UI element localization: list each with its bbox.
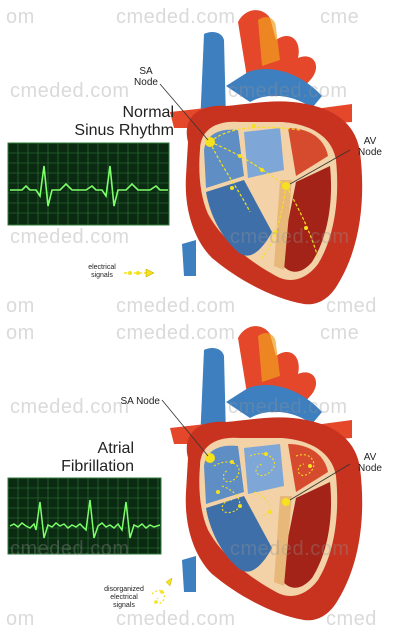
watermark-fragment: cme: [320, 6, 359, 29]
normal-ecg-monitor: [8, 143, 169, 225]
watermark-fragment: om: [6, 608, 35, 631]
watermark: cmeded.com: [116, 295, 236, 318]
av-node: [282, 498, 290, 506]
watermark: cmeded.com: [10, 538, 130, 561]
watermark: cmeded.com: [10, 80, 130, 103]
sa-node-label: SA Node: [104, 396, 160, 407]
inferior-vena-cava: [182, 556, 196, 592]
watermark: cmeded.com: [116, 6, 236, 29]
watermark-fragment: om: [6, 6, 35, 29]
watermark: cmeded.com: [228, 80, 348, 103]
inferior-vena-cava: [182, 240, 196, 276]
watermark-fragment: om: [6, 295, 35, 318]
watermark-fragment: cme: [320, 322, 359, 345]
electrical-signal-legend-icon: [124, 269, 154, 277]
watermark: cmeded.com: [230, 226, 350, 249]
watermark: cmeded.com: [116, 608, 236, 631]
watermark-fragment: cmed: [326, 608, 377, 631]
normal-rhythm-panel: om cmeded.com cme cmeded.com cmeded.com …: [0, 0, 395, 316]
watermark-fragment: om: [6, 322, 35, 345]
watermark: cmeded.com: [10, 226, 130, 249]
watermark: cmeded.com: [230, 538, 350, 561]
watermark: cmeded.com: [116, 322, 236, 345]
watermark: cmeded.com: [228, 396, 348, 419]
watermark-fragment: cmed: [326, 295, 377, 318]
normal-heart-illustration: [0, 0, 395, 316]
atrial-fibrillation-panel: om cmeded.com cme cmeded.com cmeded.com …: [0, 316, 395, 632]
disorganized-signal-legend-icon: [152, 578, 172, 604]
